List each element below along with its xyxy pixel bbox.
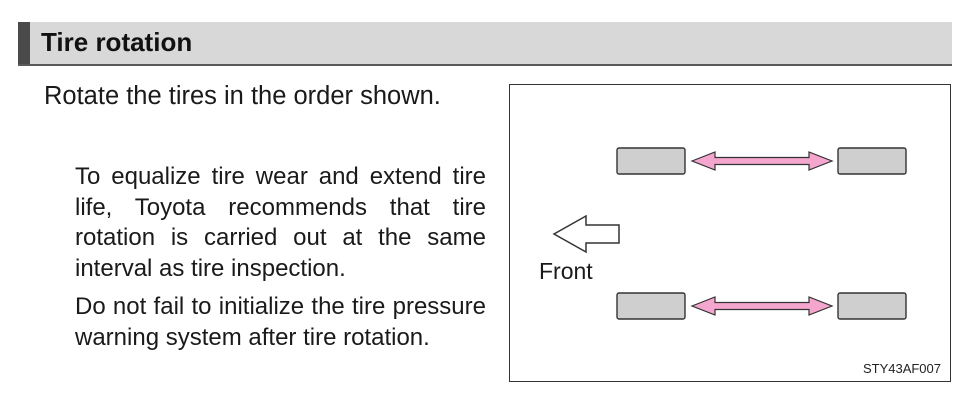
header-accent-bar: [18, 22, 30, 64]
figure-code: STY43AF007: [862, 361, 941, 376]
paragraph-tire-wear: To equalize tire wear and extend tire li…: [75, 163, 486, 282]
front-left-tire: [616, 147, 686, 175]
rear-right-tire: [837, 292, 907, 320]
section-header: Tire rotation: [18, 22, 952, 66]
diagram-drawing: [552, 147, 907, 320]
front-direction-arrow-icon: [552, 214, 620, 254]
section-title: Tire rotation: [41, 27, 193, 57]
bottom-swap-arrow: [690, 296, 834, 316]
paragraph-tpms-reset: Do not fail to initialize the tire press…: [75, 293, 486, 351]
tire-rotation-diagram: Front STY43AF007: [509, 84, 951, 382]
rear-left-tire: [837, 147, 907, 175]
top-page-rule: [0, 0, 968, 6]
front-right-tire: [616, 292, 686, 320]
top-swap-arrow: [690, 151, 834, 171]
intro-text: Rotate the tires in the order shown.: [44, 82, 441, 110]
front-label: Front: [539, 258, 593, 284]
